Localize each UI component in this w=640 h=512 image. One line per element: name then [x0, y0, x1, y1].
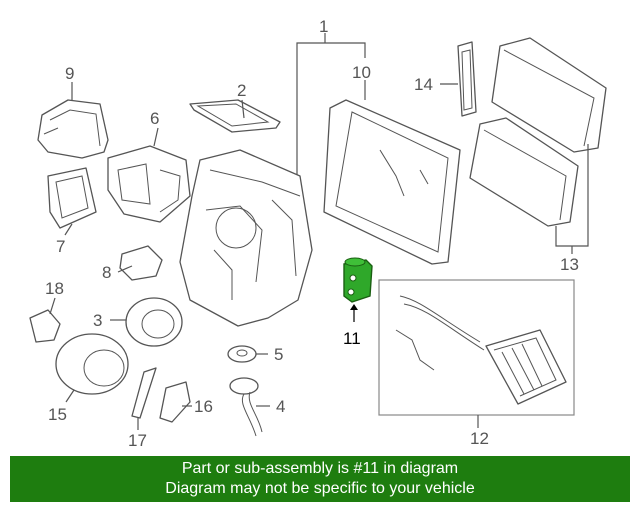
- part-13-cabin-filters: 13: [469, 37, 607, 274]
- part-5-grommet: 5: [227, 345, 283, 364]
- callout-label-2: 2: [237, 81, 246, 100]
- callout-label-11: 11: [343, 329, 361, 348]
- callout-label-5: 5: [274, 345, 283, 364]
- part-3-fan-wheel: 3: [93, 297, 183, 347]
- callout-label-4: 4: [276, 397, 285, 416]
- banner-line-2: Diagram may not be specific to your vehi…: [165, 480, 475, 497]
- callout-1-group: 1: [296, 17, 366, 190]
- part-9-duct: 9: [37, 64, 109, 159]
- part-11-expansion-valve: 11: [343, 257, 373, 348]
- callout-label-9: 9: [65, 64, 74, 83]
- callout-label-14: 14: [414, 75, 433, 94]
- part-4-drain-hose: 4: [229, 377, 285, 437]
- notice-banner: Part or sub-assembly is #11 in diagram D…: [10, 456, 630, 502]
- banner-line-1: Part or sub-assembly is #11 in diagram: [181, 460, 459, 477]
- callout-label-13: 13: [560, 255, 579, 274]
- callout-label-10: 10: [352, 63, 371, 82]
- part-14-filter-strip: 14: [414, 41, 477, 117]
- callout-label-7: 7: [56, 237, 65, 256]
- part-6-blower-housing: 6: [107, 109, 191, 223]
- callout-label-6: 6: [150, 109, 159, 128]
- part-2-filter-frame: 2: [189, 81, 281, 133]
- callout-label-16: 16: [194, 397, 213, 416]
- part-17-seal-strip: 17: [128, 367, 157, 450]
- callout-label-1: 1: [319, 17, 328, 36]
- part-15-blower-motor: 15: [48, 333, 129, 424]
- callout-label-17: 17: [128, 431, 147, 450]
- part-10-evaporator-core: 10: [323, 63, 461, 265]
- callout-label-18: 18: [45, 279, 64, 298]
- part-8-actuator: 8: [102, 245, 163, 282]
- callout-label-8: 8: [102, 263, 111, 282]
- part-7-gasket: 7: [47, 167, 97, 256]
- callout-label-15: 15: [48, 405, 67, 424]
- part-12-heater-core: 12: [378, 279, 575, 448]
- callout-label-3: 3: [93, 311, 102, 330]
- part-18-resistor: 18: [29, 279, 64, 343]
- part-1-hvac-case: [179, 149, 313, 327]
- callout-label-12: 12: [470, 429, 489, 448]
- part-16-bracket: 16: [159, 381, 213, 423]
